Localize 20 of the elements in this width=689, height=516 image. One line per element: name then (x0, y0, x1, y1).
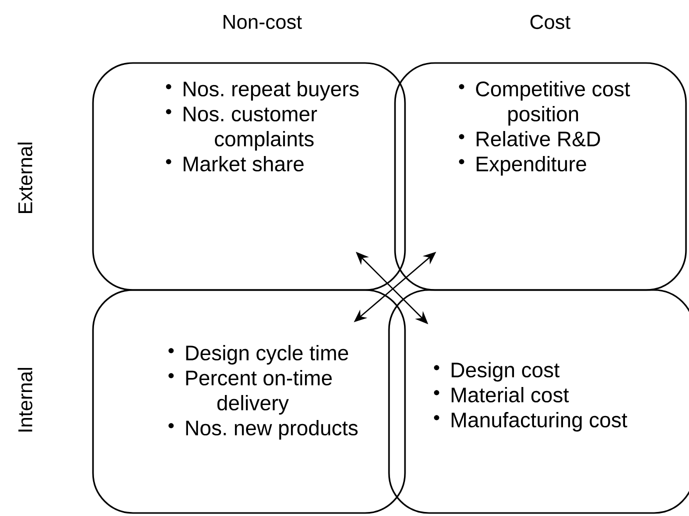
axis-label: Internal (18, 368, 32, 432)
bullet-item: Nos. repeat buyers (166, 81, 359, 101)
bullet-item: Design cycle time (168, 345, 348, 365)
axis-label: Cost (530, 14, 570, 30)
rounded-box (92, 289, 406, 514)
rounded-box (92, 62, 406, 291)
rounded-box (394, 62, 687, 291)
bullet-item: Nos. new products (168, 420, 358, 440)
bullet-item: Market share (166, 156, 304, 172)
bullet-item: Manufacturing cost (434, 412, 628, 432)
bullet-item: Competitive cost position (459, 81, 630, 126)
axis-label: Non-cost (224, 15, 302, 29)
axis-label: External (18, 142, 32, 214)
bullet-item: Expenditure (459, 156, 586, 176)
bullet-item: Nos. customer complaints (166, 106, 317, 151)
bullet-item: Material cost (434, 387, 569, 402)
rounded-box (388, 289, 689, 514)
bullet-item: Percent on-time delivery (168, 370, 332, 415)
bullet-item: Design cost (434, 362, 560, 382)
bullet-item: Relative R&D (459, 131, 600, 146)
